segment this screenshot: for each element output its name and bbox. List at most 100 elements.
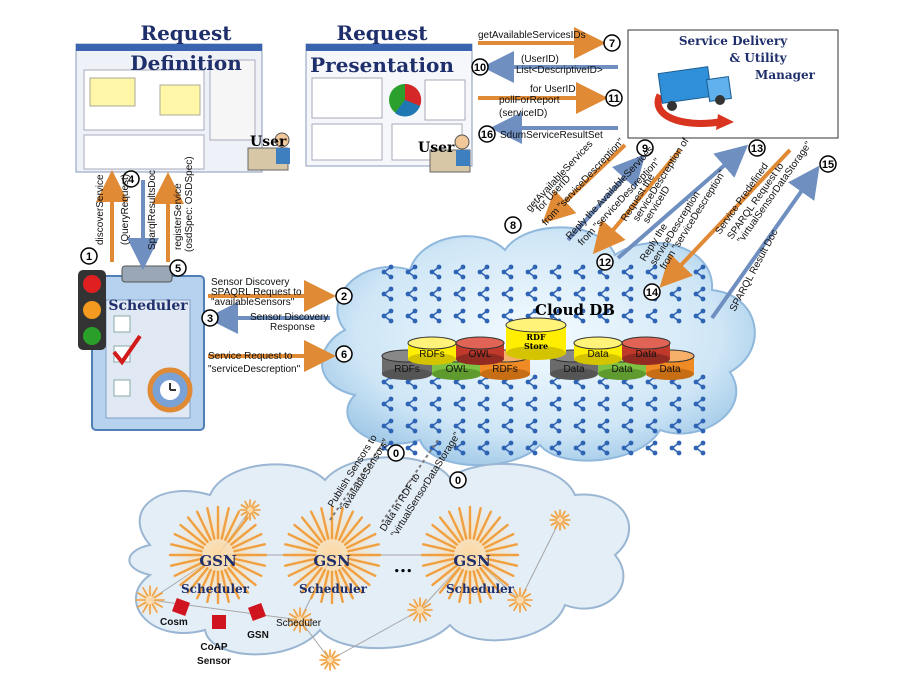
molecule-icon (381, 396, 394, 412)
molecule-icon (573, 308, 586, 324)
molecule-icon (597, 440, 610, 456)
label-6-line2: "serviceDescreption" (208, 364, 301, 375)
label-16: SdumServiceResultSet (500, 130, 603, 141)
molecule-icon (693, 440, 706, 456)
molecule-icon (405, 418, 418, 434)
molecule-icon (525, 286, 538, 302)
step-4: 4 (122, 170, 140, 188)
request-presentation-title-1: Request (336, 21, 428, 45)
cylinder-label: RDFs (394, 364, 420, 375)
molecule-icon (621, 396, 634, 412)
molecule-icon (429, 396, 442, 412)
molecule-icon (453, 396, 466, 412)
gsn-node-3-name: GSN (453, 552, 491, 570)
molecule-icon (549, 264, 562, 280)
svg-text:13: 13 (751, 143, 763, 155)
molecule-icon (525, 440, 538, 456)
molecule-icon (669, 308, 682, 324)
molecule-icon (525, 396, 538, 412)
label-1-line2: (QueryRequest) (120, 174, 131, 245)
cylinder-rdf-store: RDF Store (505, 317, 567, 360)
coap-label-1: CoAP (200, 642, 228, 653)
step-16: 16 (478, 125, 496, 143)
service-delivery-panel (627, 29, 839, 139)
small-gsn-sensor: GSN Scheduler (247, 603, 322, 641)
molecule-icon (669, 286, 682, 302)
molecule-icon (501, 396, 514, 412)
molecule-icon (621, 286, 634, 302)
molecule-icon (381, 286, 394, 302)
molecule-icon (477, 264, 490, 280)
molecule-icon (645, 396, 658, 412)
small-scheduler-label: Scheduler (276, 618, 322, 629)
gsn-node-1-sub: Scheduler (181, 582, 250, 596)
svg-text:14: 14 (646, 287, 659, 299)
svg-text:7: 7 (609, 38, 615, 50)
request-presentation-title-2: Presentation (310, 53, 454, 77)
molecule-icon (501, 286, 514, 302)
molecule-icon (549, 418, 562, 434)
cylinder-label: OWL (469, 349, 492, 360)
burst-icon (549, 509, 571, 531)
burst-icon (407, 597, 433, 623)
burst-icon (420, 505, 520, 605)
svg-text:1: 1 (86, 251, 92, 263)
step-9: 9 (636, 139, 654, 157)
service-delivery-line2: & Utility (729, 51, 787, 65)
molecule-icon (453, 418, 466, 434)
label-10-line2: List<DescriptiveID> (516, 65, 603, 76)
svg-text:12: 12 (599, 257, 611, 269)
cylinder-label: RDFs (419, 349, 445, 360)
step-numbers: 1 4 5 2 3 6 7 10 11 16 8 9 12 13 14 15 0… (80, 34, 837, 489)
step-3: 3 (201, 309, 219, 327)
molecule-icon (453, 286, 466, 302)
coap-sensor: CoAP Sensor (197, 615, 231, 667)
molecule-icon (453, 440, 466, 456)
step-0a: 0 (387, 444, 405, 462)
label-3-line1: Sensor Discovery (250, 312, 328, 323)
label-2-line3: "availableSensors" (211, 297, 295, 308)
molecule-icon (525, 374, 538, 390)
molecule-icon (429, 418, 442, 434)
molecule-icon (501, 418, 514, 434)
molecule-icon (477, 440, 490, 456)
molecule-icon (693, 264, 706, 280)
cylinder-label: Data (563, 364, 585, 375)
label-5-line1: registerService (173, 183, 184, 250)
molecule-icon (645, 418, 658, 434)
molecule-icon (693, 374, 706, 390)
molecule-icon (549, 396, 562, 412)
label-3-line2: Response (270, 322, 315, 333)
molecule-icon (477, 308, 490, 324)
request-definition-title-1: Request (140, 21, 232, 45)
cylinder-owl-top: OWL (455, 336, 505, 365)
cylinder-data-top-1: Data (573, 336, 623, 365)
label-2-line1: Sensor Discovery (211, 277, 289, 288)
network-link (329, 609, 421, 661)
molecule-icon (621, 264, 634, 280)
step-2: 2 (335, 287, 353, 305)
step-5: 5 (169, 259, 187, 277)
scheduler-clipboard (91, 265, 205, 431)
label-4: SparqlResultsDoc (147, 170, 158, 250)
molecule-icon (621, 440, 634, 456)
service-delivery-line3: Manager (755, 68, 816, 82)
burst-icon (507, 587, 533, 613)
molecule-icon (693, 286, 706, 302)
molecule-icon (405, 396, 418, 412)
scheduler-title: Scheduler (108, 298, 188, 314)
molecule-icon (645, 264, 658, 280)
cylinder-data-top-2: Data (621, 336, 671, 365)
burst-icon (319, 649, 341, 671)
gsn-node-1-name: GSN (199, 552, 237, 570)
molecule-icon (597, 308, 610, 324)
burst-icon (287, 607, 313, 633)
cylinder-label: RDFs (492, 364, 518, 375)
label-6-line1: Service Request to (208, 351, 293, 362)
step-10: 10 (471, 58, 489, 76)
gsn-node-2-name: GSN (313, 552, 351, 570)
svg-text:5: 5 (175, 263, 181, 275)
molecule-icon (381, 264, 394, 280)
